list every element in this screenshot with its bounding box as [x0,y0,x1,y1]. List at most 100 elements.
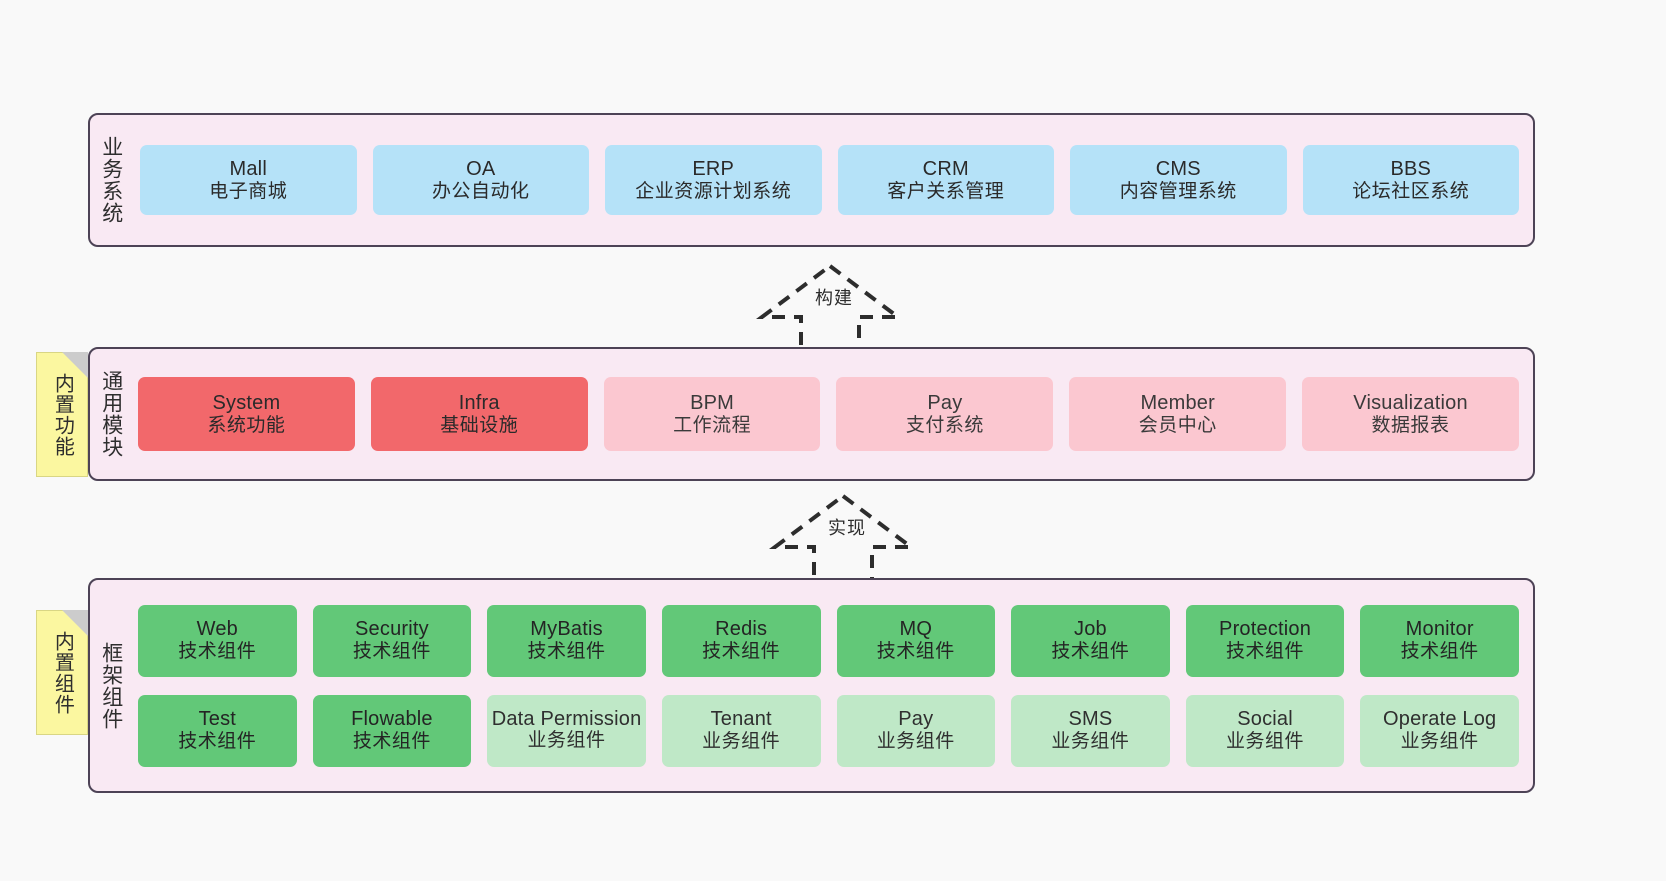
node-subtitle: 技术组件 [1051,641,1130,663]
layer-body-framework: Web 技术组件 Security 技术组件 MyBatis 技术组件 Redi… [132,580,1533,791]
layer-common-modules[interactable]: 通用模块 System 系统功能 Infra 基础设施 BPM 工作流程 Pay… [88,347,1535,481]
node-subtitle: 系统功能 [207,414,286,436]
node-cms[interactable]: CMS 内容管理系统 [1070,145,1287,215]
node-mall[interactable]: Mall 电子商城 [140,145,357,215]
row: Web 技术组件 Security 技术组件 MyBatis 技术组件 Redi… [138,604,1519,677]
node-mybatis[interactable]: MyBatis 技术组件 [487,604,646,677]
node-operate-log[interactable]: Operate Log 业务组件 [1360,694,1519,767]
node-title: Social [1237,708,1293,731]
node-subtitle: 技术组件 [702,641,781,663]
node-title: CRM [922,157,969,180]
arrow-build: 构建 [755,262,905,354]
node-bpm[interactable]: BPM 工作流程 [603,377,821,451]
node-mq[interactable]: MQ 技术组件 [836,604,996,677]
node-subtitle: 电子商城 [209,180,288,202]
node-security[interactable]: Security 技术组件 [312,604,472,677]
note-label: 内置组件 [51,630,74,715]
node-title: Member [1140,391,1215,414]
node-job[interactable]: Job 技术组件 [1011,604,1170,677]
node-redis[interactable]: Redis 技术组件 [661,604,821,677]
layer-title-framework: 框架组件 [99,641,123,730]
node-title: MyBatis [530,618,603,641]
node-title: Pay [898,708,934,731]
node-oa[interactable]: OA 办公自动化 [372,145,589,215]
node-member[interactable]: Member 会员中心 [1069,377,1287,451]
node-subtitle: 会员中心 [1138,414,1217,436]
node-title: Job [1074,618,1107,641]
node-system[interactable]: System 系统功能 [138,377,355,451]
node-subtitle: 客户关系管理 [887,180,1005,202]
node-social[interactable]: Social 业务组件 [1185,694,1345,767]
node-crm[interactable]: CRM 客户关系管理 [837,145,1054,215]
note-builtin-functions: 内置功能 [36,352,88,477]
layer-business-systems[interactable]: 业务系统 Mall 电子商城 OA 办公自动化 ERP 企业资源计划系统 CRM… [88,113,1535,247]
node-title: BPM [690,391,735,414]
node-sms[interactable]: SMS 业务组件 [1011,694,1170,767]
node-title: Tenant [710,708,772,731]
node-subtitle: 业务组件 [876,731,955,753]
node-title: SMS [1068,708,1113,731]
node-subtitle: 办公自动化 [431,180,530,202]
node-flowable[interactable]: Flowable 技术组件 [312,694,472,767]
node-subtitle: 技术组件 [1226,641,1305,663]
node-title: Data Permission [491,707,642,730]
node-subtitle: 技术组件 [352,641,431,663]
node-title: CMS [1155,157,1201,180]
node-subtitle: 技术组件 [527,641,606,663]
node-visualization[interactable]: Visualization 数据报表 [1302,377,1519,451]
node-erp[interactable]: ERP 企业资源计划系统 [605,145,822,215]
node-title: Security [355,618,429,641]
layer-framework-components[interactable]: 框架组件 Web 技术组件 Security 技术组件 MyBatis 技术组件… [88,578,1535,793]
node-protection[interactable]: Protection 技术组件 [1185,604,1345,677]
node-subtitle: 技术组件 [178,641,257,663]
layer-title-business: 业务系统 [99,136,123,224]
row: Test 技术组件 Flowable 技术组件 Data Permission … [138,694,1519,767]
node-monitor[interactable]: Monitor 技术组件 [1360,604,1519,677]
node-title: BBS [1390,157,1432,180]
node-web[interactable]: Web 技术组件 [138,604,297,677]
node-subtitle: 技术组件 [876,641,955,663]
node-title: Operate Log [1382,708,1497,731]
node-subtitle: 工作流程 [673,414,752,436]
node-pay-business[interactable]: Pay 业务组件 [836,694,996,767]
node-title: Web [196,618,238,641]
row: System 系统功能 Infra 基础设施 BPM 工作流程 Pay 支付系统… [138,377,1519,451]
node-bbs[interactable]: BBS 论坛社区系统 [1302,145,1519,215]
node-subtitle: 业务组件 [1226,731,1305,753]
note-builtin-components: 内置组件 [36,610,88,735]
node-title: Flowable [351,708,433,731]
node-subtitle: 支付系统 [905,414,984,436]
node-title: Mall [229,157,267,180]
node-title: Test [198,708,237,731]
node-data-permission[interactable]: Data Permission 业务组件 [487,694,646,767]
node-subtitle: 数据报表 [1371,414,1450,436]
node-title: Redis [715,618,768,641]
node-title: Visualization [1353,391,1468,414]
node-title: OA [466,157,496,180]
node-infra[interactable]: Infra 基础设施 [370,377,588,451]
node-subtitle: 业务组件 [1400,731,1479,753]
node-subtitle: 论坛社区系统 [1352,180,1470,202]
node-title: Pay [927,391,963,414]
node-title: System [212,391,281,414]
node-test[interactable]: Test 技术组件 [138,694,297,767]
node-subtitle: 技术组件 [1400,641,1479,663]
arrow-build-icon [756,263,904,352]
node-tenant[interactable]: Tenant 业务组件 [661,694,821,767]
node-subtitle: 内容管理系统 [1119,180,1237,202]
node-subtitle: 业务组件 [1051,731,1130,753]
node-subtitle: 企业资源计划系统 [635,180,792,202]
node-title: ERP [692,157,735,180]
node-subtitle: 技术组件 [178,731,257,753]
arrow-realize-icon [769,493,917,582]
node-subtitle: 业务组件 [702,731,781,753]
node-pay[interactable]: Pay 支付系统 [836,377,1054,451]
node-subtitle: 技术组件 [352,731,431,753]
row: Mall 电子商城 OA 办公自动化 ERP 企业资源计划系统 CRM 客户关系… [140,145,1519,215]
node-title: Protection [1219,618,1312,641]
arrow-realize: 实现 [768,492,918,584]
layer-body-modules: System 系统功能 Infra 基础设施 BPM 工作流程 Pay 支付系统… [132,349,1533,479]
node-subtitle: 业务组件 [527,730,606,752]
node-title: Monitor [1405,618,1474,641]
